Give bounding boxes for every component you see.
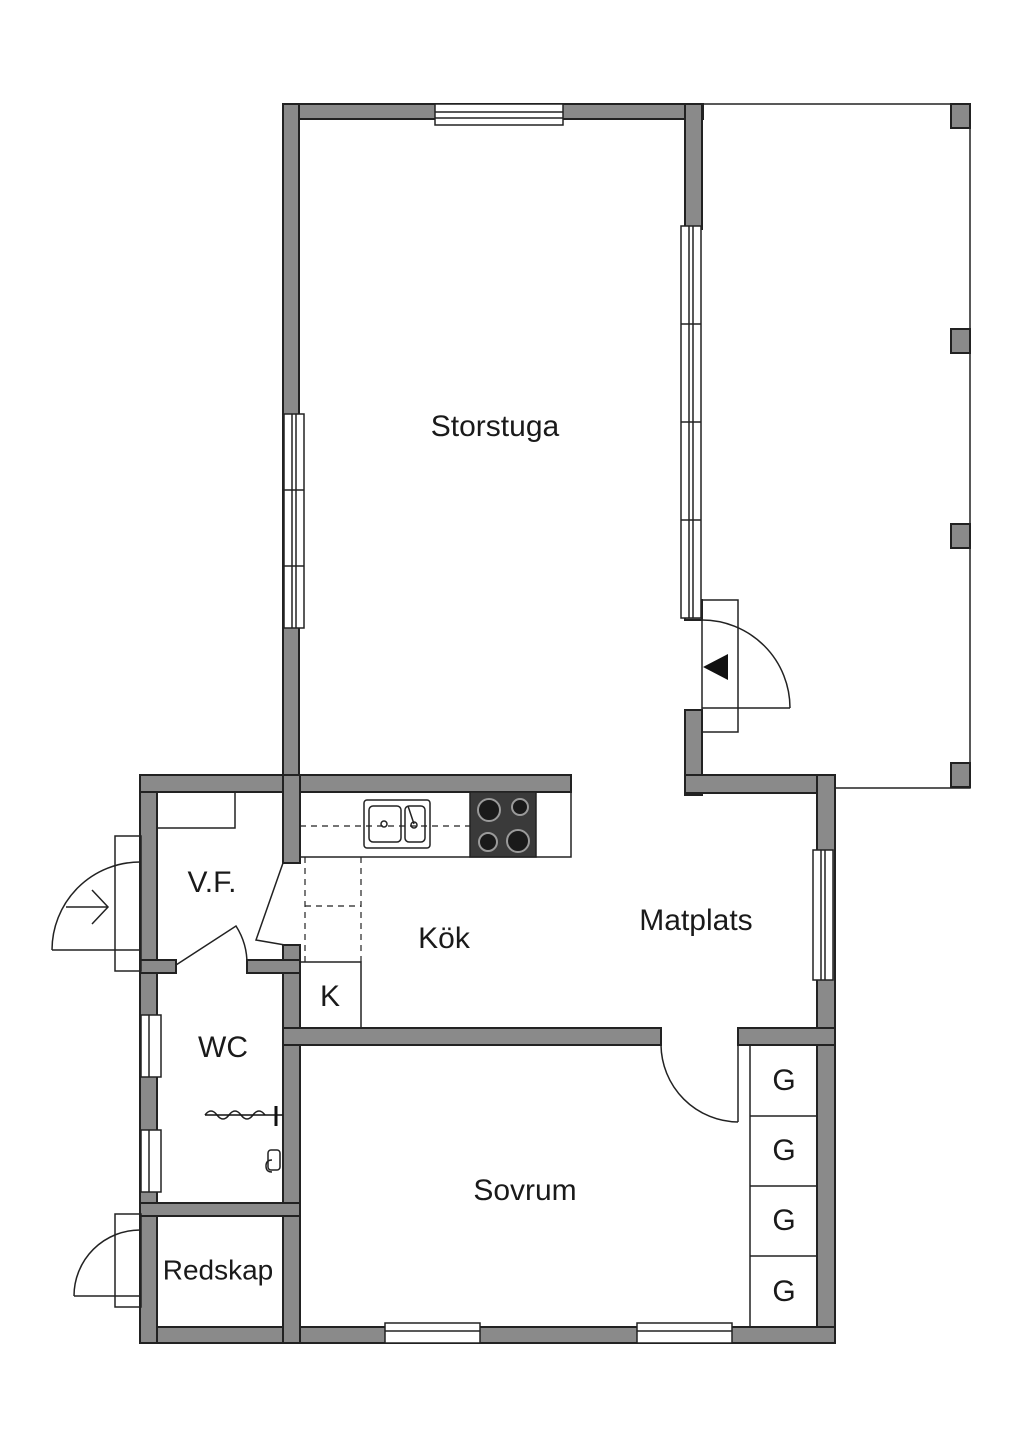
label-wardrobe-3: G — [772, 1204, 795, 1237]
interior-walls — [139, 774, 836, 1344]
wc-fixtures — [204, 1106, 283, 1173]
veranda-post — [950, 328, 971, 354]
label-wc: WC — [198, 1031, 248, 1064]
window-wc-1 — [140, 1014, 162, 1078]
kitchen-counter — [299, 791, 572, 858]
label-wardrobe-2: G — [772, 1134, 795, 1167]
heating-coil-icon — [204, 1110, 266, 1120]
veranda-post — [950, 523, 971, 549]
window-wc-2 — [140, 1129, 162, 1193]
label-matplats: Matplats — [639, 904, 752, 937]
window-sovrum-1 — [384, 1322, 481, 1344]
entrance-arrow-icon — [703, 654, 728, 680]
label-storstuga: Storstuga — [431, 410, 560, 443]
toilet-icon — [265, 1149, 281, 1173]
wardrobes — [749, 1044, 818, 1328]
label-wardrobe-1: G — [772, 1064, 795, 1097]
label-wardrobe-4: G — [772, 1275, 795, 1308]
window-matplats — [812, 849, 834, 981]
sink-icon — [363, 799, 431, 849]
fridge-box — [299, 961, 362, 1029]
label-k: K — [320, 980, 340, 1013]
label-kok: Kök — [418, 922, 471, 955]
label-redskap: Redskap — [163, 1254, 274, 1285]
doors — [51, 599, 791, 1308]
window-sovrum-2 — [636, 1322, 733, 1344]
walls — [139, 103, 836, 1344]
label-sovrum: Sovrum — [473, 1174, 576, 1207]
veranda-post — [950, 762, 971, 788]
veranda — [702, 103, 971, 789]
kitchen-fixtures — [299, 791, 572, 1029]
window-top — [434, 103, 564, 126]
veranda-post — [950, 103, 971, 129]
label-vf: V.F. — [188, 866, 237, 899]
vf-closet — [157, 792, 236, 829]
window-storstuga-left — [283, 413, 305, 629]
windows — [140, 103, 834, 1344]
